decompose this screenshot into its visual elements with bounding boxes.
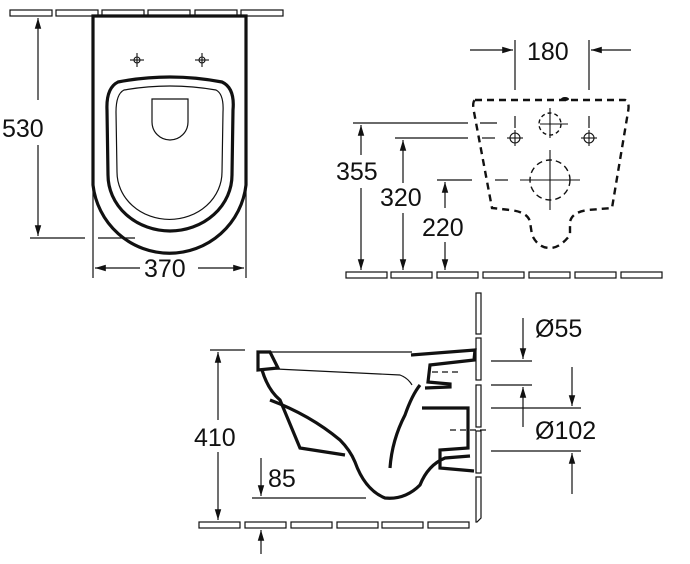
rim-opening xyxy=(151,98,189,141)
wall-tiles-side xyxy=(475,292,482,523)
outlet-circle-icon xyxy=(520,150,580,210)
bowl-inner-trap xyxy=(388,384,422,469)
rear-view: 180 355 320 220 xyxy=(336,38,663,279)
dimension-water-level: 85 xyxy=(268,465,296,493)
outlet-spigot xyxy=(422,406,475,473)
floor-tiles-side xyxy=(198,521,470,529)
back-flange xyxy=(410,348,477,390)
dimension-outlet-diameter: Ø102 xyxy=(535,417,596,445)
bowl-profile-outer xyxy=(256,350,281,372)
bowl-outline-top xyxy=(91,14,248,255)
fixing-hole-icon xyxy=(507,130,597,146)
bowl-footprint-dashed xyxy=(472,98,630,250)
side-view: 410 85 Ø55 Ø102 xyxy=(194,292,596,554)
dimension-height: 410 xyxy=(194,424,236,452)
inlet-circle-icon xyxy=(538,108,568,138)
fixing-hole-icon xyxy=(130,53,209,67)
dimension-height-upper: 355 xyxy=(336,158,378,186)
top-view: 530 370 xyxy=(2,9,284,283)
dimension-width: 370 xyxy=(144,255,186,283)
dimension-height-fixing: 320 xyxy=(380,184,422,212)
dimension-inlet-diameter: Ø55 xyxy=(535,315,582,343)
seat-outline xyxy=(105,75,235,233)
dimension-height-outlet: 220 xyxy=(422,214,464,242)
wall-tiles-top xyxy=(9,9,284,17)
dimension-depth: 530 xyxy=(2,115,44,143)
seat-inner xyxy=(115,85,224,221)
bowl-trap xyxy=(269,398,471,500)
floor-tiles-rear xyxy=(345,271,663,279)
dimension-fixing-spacing: 180 xyxy=(527,38,569,66)
bowl-outer-wall xyxy=(260,369,346,457)
